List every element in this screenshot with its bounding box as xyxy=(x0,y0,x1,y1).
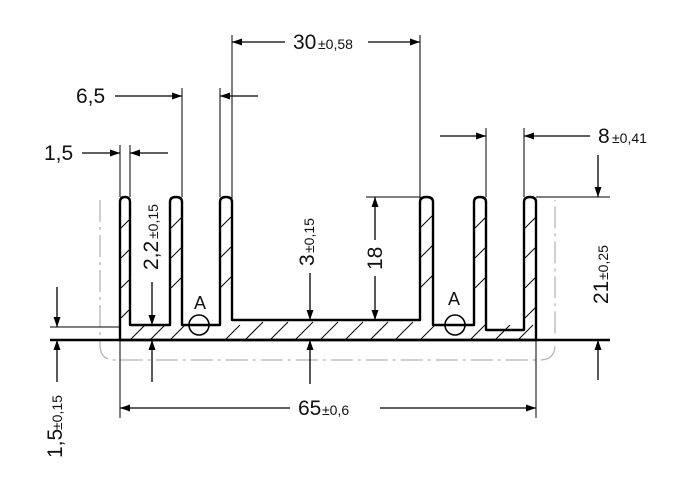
svg-text:30: 30 xyxy=(293,31,316,54)
dim-fin-gap: 6,5 xyxy=(76,85,258,197)
dim-base-thickness: 1,5 ±0,15 xyxy=(44,287,67,458)
svg-text:6,5: 6,5 xyxy=(76,85,105,108)
dim-outer-fin-gap: 8 ±0,41 xyxy=(440,125,647,197)
dim-base-center: 3 ±0,15 xyxy=(296,218,319,384)
svg-text:±0,41: ±0,41 xyxy=(612,130,647,146)
detail-mark-left: A xyxy=(194,293,206,313)
svg-text:±0,25: ±0,25 xyxy=(595,245,611,280)
svg-text:1,5: 1,5 xyxy=(44,429,67,458)
dim-total-height: 21 ±0,25 xyxy=(536,155,613,380)
fin-hatching xyxy=(120,214,537,319)
svg-text:±0,58: ±0,58 xyxy=(318,36,353,52)
svg-text:18: 18 xyxy=(364,247,387,270)
detail-mark-right: A xyxy=(448,289,460,309)
svg-text:3: 3 xyxy=(296,254,319,266)
svg-text:±0,6: ±0,6 xyxy=(322,402,349,418)
dim-fin-thickness: 1,5 xyxy=(44,142,168,197)
svg-text:65: 65 xyxy=(298,397,321,420)
svg-text:8: 8 xyxy=(598,125,610,148)
svg-text:±0,15: ±0,15 xyxy=(301,218,317,253)
centerline xyxy=(99,200,556,361)
detail-circle-left xyxy=(188,314,210,336)
detail-circle-right xyxy=(444,314,466,336)
dim-fin-wall: 2,2 ±0,15 xyxy=(140,204,168,382)
heatsink-profile xyxy=(118,195,538,342)
svg-text:2,2: 2,2 xyxy=(140,241,163,270)
svg-text:1,5: 1,5 xyxy=(44,142,73,165)
dim-total-width: 65 ±0,6 xyxy=(119,340,537,420)
base-hatching xyxy=(129,321,534,341)
dim-slot-width: 30 ±0,58 xyxy=(231,31,421,200)
svg-text:±0,15: ±0,15 xyxy=(49,395,65,430)
dim-inner-height: 18 xyxy=(364,196,420,320)
svg-text:±0,15: ±0,15 xyxy=(145,204,161,239)
svg-text:21: 21 xyxy=(590,281,613,304)
